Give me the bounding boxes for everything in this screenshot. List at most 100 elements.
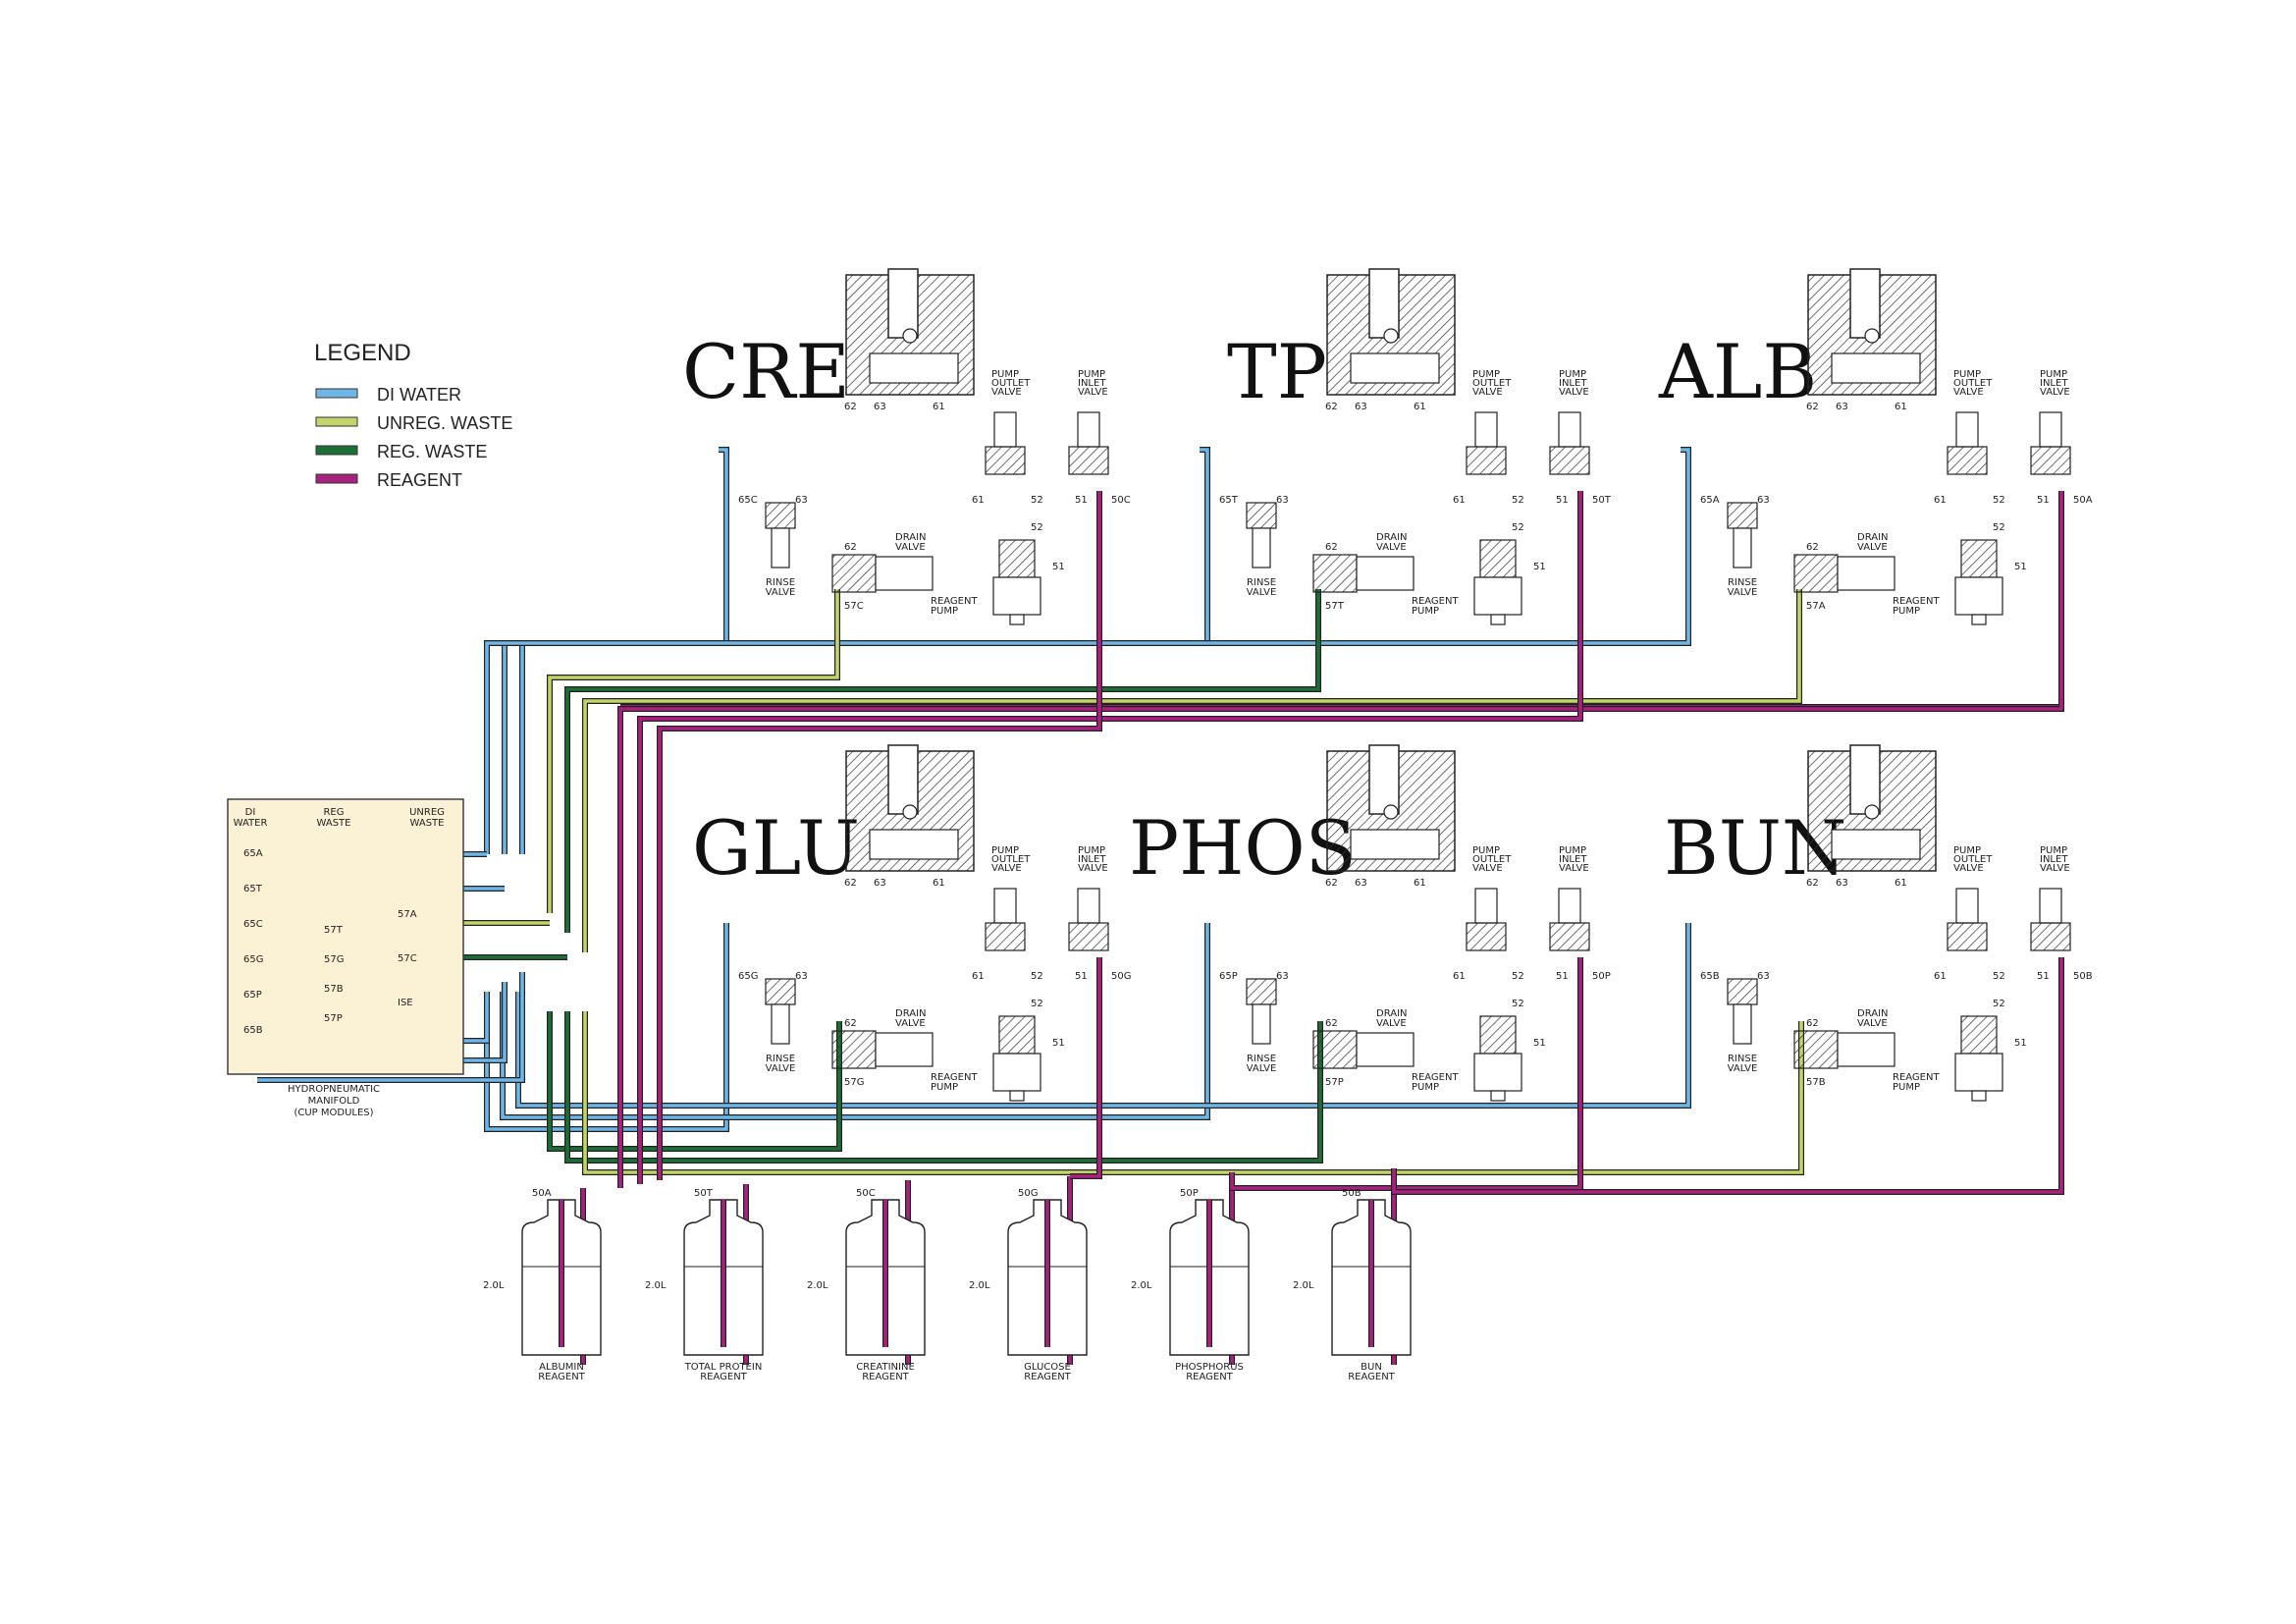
drain-valve-label: VALVE: [1857, 542, 1888, 553]
port-62: 62: [1325, 1018, 1338, 1029]
port-51: 51: [1052, 562, 1065, 572]
pump-inlet-valve-label: INLET: [1559, 378, 1587, 389]
reagent-pump-motor: [1473, 576, 1522, 616]
probe-well: [1368, 268, 1400, 339]
reagent-pump-motor: [1954, 1053, 2003, 1092]
reagent-pump-label: REAGENT: [1412, 1072, 1459, 1083]
legend-swatch: [315, 473, 358, 484]
manifold-port-right: ISE: [398, 998, 413, 1008]
pump-outlet-valve-head: [993, 888, 1017, 924]
drain-valve-actuator: [1837, 1032, 1896, 1067]
bottle-volume: 2.0L: [969, 1280, 990, 1291]
rinse-valve-id: 65B: [1700, 971, 1720, 982]
pump-outlet-valve-label: VALVE: [991, 863, 1022, 874]
pump-outlet-valve-head: [1955, 888, 1979, 924]
reagent-pump-head: [1479, 539, 1517, 578]
reagent-pump-head: [998, 1015, 1036, 1055]
drain-valve-label: VALVE: [1376, 1018, 1407, 1029]
pump-outlet-valve-label: OUTLET: [1472, 378, 1512, 389]
rinse-valve-label: VALVE: [1247, 587, 1277, 598]
pump-inlet-valve-head: [1558, 888, 1581, 924]
pump-inlet-valve-label: VALVE: [1078, 387, 1108, 398]
rinse-valve-label: VALVE: [1247, 1063, 1277, 1074]
port-61: 61: [933, 878, 945, 889]
drain-valve-label: VALVE: [895, 542, 926, 553]
pump-outlet-valve-label: VALVE: [1472, 863, 1503, 874]
legend-swatch: [315, 445, 358, 456]
port-51: 51: [1075, 971, 1088, 982]
legend-label: UNREG. WASTE: [377, 413, 512, 433]
pump-inlet-valve-label: PUMP: [1559, 369, 1586, 380]
manifold-header: WATER: [234, 818, 268, 829]
pump-outlet-valve-label: PUMP: [1472, 845, 1500, 856]
reagent-pump-head: [998, 539, 1036, 578]
pump-outlet-valve-body: [1466, 922, 1507, 951]
rinse-valve-body: [1727, 502, 1758, 529]
reagent-pump-foot: [1009, 614, 1025, 625]
port-62: 62: [844, 878, 857, 889]
port-63: 63: [795, 495, 808, 506]
tubing: [257, 447, 2064, 1365]
pump-outlet-valve-label: VALVE: [1472, 387, 1503, 398]
pump-outlet-valve-head: [1474, 411, 1498, 448]
pump-inlet-id: 50A: [2073, 495, 2093, 506]
rinse-valve-body: [1246, 502, 1277, 529]
manifold-port-left: 65C: [243, 919, 263, 930]
port-61: 61: [1934, 971, 1947, 982]
port-61: 61: [1414, 878, 1426, 889]
drain-valve-body: [831, 554, 877, 593]
port-62: 62: [1325, 542, 1338, 553]
pump-outlet-valve-label: OUTLET: [991, 854, 1031, 865]
reagent-pump-foot: [1490, 1090, 1506, 1102]
drain-valve-label: DRAIN: [895, 532, 927, 543]
drain-valve-body: [1793, 554, 1839, 593]
port-51: 51: [1556, 971, 1569, 982]
port-52: 52: [1512, 522, 1524, 533]
rinse-valve-label: RINSE: [766, 577, 795, 588]
reagent-pump-label: REAGENT: [1412, 596, 1459, 607]
reagent-pump-foot: [1971, 614, 1987, 625]
pump-inlet-valve-label: PUMP: [2040, 369, 2067, 380]
rinse-valve-label: RINSE: [1728, 1054, 1757, 1064]
drain-valve-id: 57A: [1806, 601, 1826, 612]
waste-tube: [583, 589, 1801, 952]
waste-tube: [548, 1011, 841, 1151]
rinse-valve-stem: [1252, 1003, 1271, 1045]
port-52: 52: [1993, 999, 2005, 1009]
reagent-tube-glu: [1070, 957, 1101, 1178]
pump-outlet-valve-body: [985, 922, 1026, 951]
bottle-label: ALBUMIN: [539, 1362, 584, 1373]
rinse-valve-label: VALVE: [1728, 1063, 1758, 1074]
drain-valve-body: [1312, 554, 1358, 593]
port-52: 52: [1512, 971, 1524, 982]
port-62: 62: [1806, 1018, 1819, 1029]
pump-outlet-valve-label: PUMP: [991, 369, 1019, 380]
pump-inlet-valve-label: PUMP: [2040, 845, 2067, 856]
reagent-pump-foot: [1009, 1090, 1025, 1102]
pump-inlet-valve-label: INLET: [1078, 854, 1106, 865]
reagent-pump-label: PUMP: [1412, 1082, 1439, 1093]
drain-valve-id: 57G: [844, 1077, 864, 1088]
port-51: 51: [2014, 1038, 2027, 1049]
cup-ball: [1864, 328, 1880, 344]
drain-valve-id: 57C: [844, 601, 864, 612]
port-51: 51: [2037, 495, 2050, 506]
pump-inlet-valve-body: [1549, 446, 1590, 475]
rinse-valve-id: 65C: [738, 495, 758, 506]
probe-well: [887, 268, 919, 339]
rinse-valve-id: 65G: [738, 971, 758, 982]
port-63: 63: [1276, 971, 1289, 982]
port-62: 62: [1325, 402, 1338, 412]
manifold-port-right: 57C: [398, 953, 417, 964]
drain-valve-body: [1312, 1030, 1358, 1069]
rinse-valve-stem: [771, 527, 790, 568]
rinse-valve-stem: [1733, 1003, 1752, 1045]
pump-outlet-valve-body: [985, 446, 1026, 475]
pump-outlet-valve-body: [1947, 446, 1988, 475]
drain-valve-body: [1793, 1030, 1839, 1069]
probe-well: [1849, 744, 1881, 815]
